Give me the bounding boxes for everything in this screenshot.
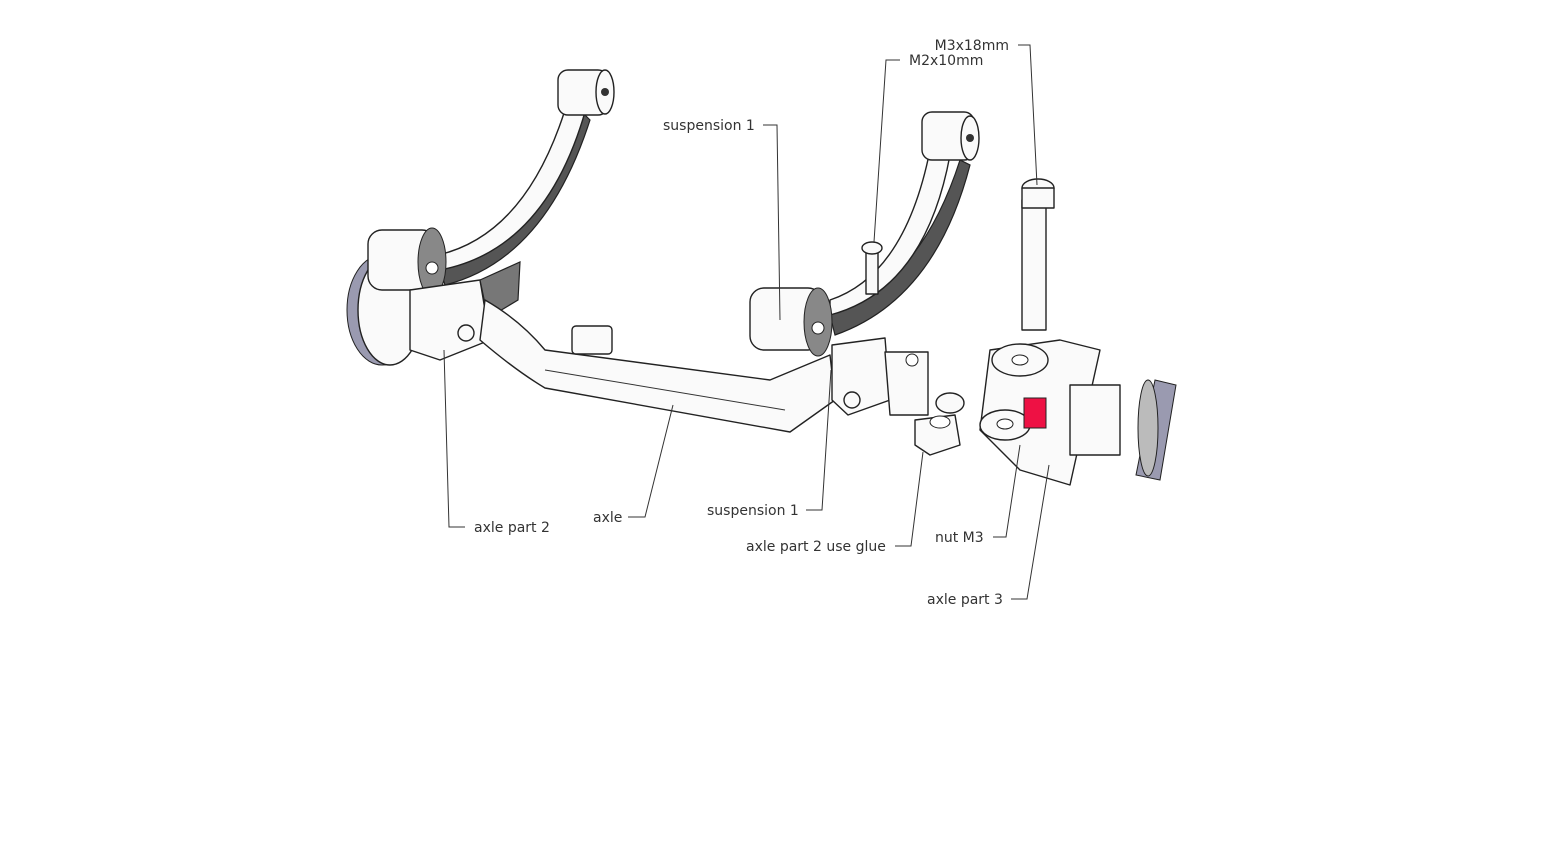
label-suspension-top: suspension 1 [663,118,755,134]
axle-part-3 [979,339,1121,486]
axle-part-2-glue [914,392,965,456]
right-wheel [1135,379,1177,481]
screw-m3x18 [1021,178,1055,331]
label-nut-m3: nut M3 [935,530,984,546]
nut-m3 [1023,397,1047,429]
label-m2x10: M2x10mm [909,53,983,69]
axle-part-2-right [831,337,929,416]
label-axle-part-3: axle part 3 [927,592,1003,608]
label-axle: axle [593,510,622,526]
label-suspension-bottom: suspension 1 [707,503,799,519]
label-axle-part-2-glue: axle part 2 use glue [746,539,886,555]
left-suspension-arm [367,69,615,297]
screw-m2x10 [861,241,883,295]
right-suspension-arm [749,111,980,357]
leader-lines [443,44,1050,600]
label-m3x18: M3x18mm [935,38,1009,54]
label-axle-part-2: axle part 2 [474,520,550,536]
